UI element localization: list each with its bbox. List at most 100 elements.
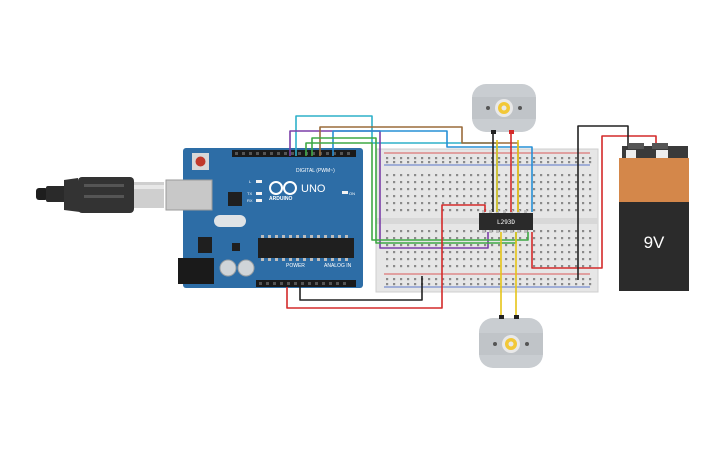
breadboard-hole[interactable] bbox=[568, 157, 571, 160]
breadboard-hole[interactable] bbox=[393, 188, 396, 191]
breadboard-hole[interactable] bbox=[505, 209, 508, 212]
breadboard-hole[interactable] bbox=[386, 209, 389, 212]
breadboard-hole[interactable] bbox=[449, 161, 452, 164]
breadboard-hole[interactable] bbox=[540, 278, 543, 281]
breadboard-hole[interactable] bbox=[533, 265, 536, 268]
breadboard-hole[interactable] bbox=[393, 195, 396, 198]
breadboard-hole[interactable] bbox=[463, 188, 466, 191]
breadboard-hole[interactable] bbox=[435, 237, 438, 240]
breadboard-hole[interactable] bbox=[526, 195, 529, 198]
breadboard-hole[interactable] bbox=[568, 251, 571, 254]
breadboard-hole[interactable] bbox=[512, 188, 515, 191]
breadboard-hole[interactable] bbox=[477, 174, 480, 177]
breadboard-hole[interactable] bbox=[519, 283, 522, 286]
breadboard-hole[interactable] bbox=[575, 174, 578, 177]
breadboard-hole[interactable] bbox=[526, 161, 529, 164]
breadboard-hole[interactable] bbox=[512, 278, 515, 281]
breadboard-hole[interactable] bbox=[505, 230, 508, 233]
breadboard-hole[interactable] bbox=[491, 278, 494, 281]
breadboard-hole[interactable] bbox=[533, 209, 536, 212]
breadboard-hole[interactable] bbox=[498, 209, 501, 212]
breadboard-hole[interactable] bbox=[589, 244, 592, 247]
breadboard-hole[interactable] bbox=[428, 265, 431, 268]
breadboard-hole[interactable] bbox=[484, 181, 487, 184]
breadboard-hole[interactable] bbox=[470, 195, 473, 198]
breadboard-hole[interactable] bbox=[575, 195, 578, 198]
breadboard-hole[interactable] bbox=[456, 230, 459, 233]
breadboard-hole[interactable] bbox=[568, 283, 571, 286]
breadboard-hole[interactable] bbox=[568, 258, 571, 261]
breadboard-hole[interactable] bbox=[484, 265, 487, 268]
breadboard-hole[interactable] bbox=[414, 181, 417, 184]
breadboard-hole[interactable] bbox=[400, 283, 403, 286]
breadboard-hole[interactable] bbox=[400, 161, 403, 164]
breadboard-hole[interactable] bbox=[449, 209, 452, 212]
breadboard-hole[interactable] bbox=[589, 251, 592, 254]
breadboard-hole[interactable] bbox=[533, 181, 536, 184]
breadboard-hole[interactable] bbox=[582, 283, 585, 286]
breadboard-hole[interactable] bbox=[435, 251, 438, 254]
breadboard-hole[interactable] bbox=[519, 157, 522, 160]
breadboard-hole[interactable] bbox=[498, 265, 501, 268]
breadboard-hole[interactable] bbox=[449, 230, 452, 233]
breadboard-hole[interactable] bbox=[421, 230, 424, 233]
breadboard-hole[interactable] bbox=[554, 161, 557, 164]
breadboard-hole[interactable] bbox=[386, 161, 389, 164]
breadboard-hole[interactable] bbox=[428, 161, 431, 164]
breadboard-hole[interactable] bbox=[456, 283, 459, 286]
breadboard-hole[interactable] bbox=[554, 237, 557, 240]
breadboard-hole[interactable] bbox=[589, 230, 592, 233]
breadboard-hole[interactable] bbox=[428, 195, 431, 198]
breadboard-hole[interactable] bbox=[519, 195, 522, 198]
breadboard-hole[interactable] bbox=[582, 244, 585, 247]
wire-green-1[interactable] bbox=[305, 142, 529, 241]
breadboard-hole[interactable] bbox=[463, 161, 466, 164]
breadboard-hole[interactable] bbox=[477, 283, 480, 286]
breadboard-hole[interactable] bbox=[428, 188, 431, 191]
breadboard-hole[interactable] bbox=[575, 265, 578, 268]
breadboard-hole[interactable] bbox=[554, 202, 557, 205]
breadboard-hole[interactable] bbox=[554, 258, 557, 261]
breadboard-hole[interactable] bbox=[435, 244, 438, 247]
breadboard-hole[interactable] bbox=[442, 244, 445, 247]
breadboard-hole[interactable] bbox=[428, 202, 431, 205]
breadboard-hole[interactable] bbox=[435, 230, 438, 233]
breadboard-hole[interactable] bbox=[554, 209, 557, 212]
breadboard-hole[interactable] bbox=[456, 251, 459, 254]
breadboard-hole[interactable] bbox=[456, 195, 459, 198]
breadboard-hole[interactable] bbox=[421, 202, 424, 205]
breadboard-hole[interactable] bbox=[400, 251, 403, 254]
breadboard-hole[interactable] bbox=[456, 174, 459, 177]
breadboard-hole[interactable] bbox=[547, 283, 550, 286]
breadboard-hole[interactable] bbox=[414, 237, 417, 240]
breadboard-hole[interactable] bbox=[428, 174, 431, 177]
breadboard-hole[interactable] bbox=[477, 161, 480, 164]
breadboard-hole[interactable] bbox=[442, 265, 445, 268]
breadboard-hole[interactable] bbox=[435, 209, 438, 212]
breadboard-hole[interactable] bbox=[407, 237, 410, 240]
breadboard-hole[interactable] bbox=[414, 157, 417, 160]
breadboard-hole[interactable] bbox=[505, 244, 508, 247]
breadboard-hole[interactable] bbox=[547, 265, 550, 268]
breadboard-hole[interactable] bbox=[449, 244, 452, 247]
breadboard-hole[interactable] bbox=[575, 278, 578, 281]
wire-black-battery[interactable] bbox=[577, 125, 629, 280]
breadboard-hole[interactable] bbox=[393, 202, 396, 205]
breadboard-hole[interactable] bbox=[442, 258, 445, 261]
breadboard-hole[interactable] bbox=[526, 202, 529, 205]
breadboard-hole[interactable] bbox=[554, 195, 557, 198]
breadboard-hole[interactable] bbox=[575, 188, 578, 191]
breadboard-hole[interactable] bbox=[505, 278, 508, 281]
breadboard-hole[interactable] bbox=[540, 161, 543, 164]
breadboard-hole[interactable] bbox=[498, 278, 501, 281]
breadboard-hole[interactable] bbox=[533, 237, 536, 240]
breadboard-hole[interactable] bbox=[428, 258, 431, 261]
breadboard-hole[interactable] bbox=[386, 157, 389, 160]
breadboard-hole[interactable] bbox=[554, 265, 557, 268]
breadboard-hole[interactable] bbox=[512, 195, 515, 198]
breadboard-hole[interactable] bbox=[407, 174, 410, 177]
breadboard-hole[interactable] bbox=[512, 230, 515, 233]
breadboard-hole[interactable] bbox=[393, 278, 396, 281]
breadboard-hole[interactable] bbox=[554, 283, 557, 286]
breadboard-hole[interactable] bbox=[463, 278, 466, 281]
